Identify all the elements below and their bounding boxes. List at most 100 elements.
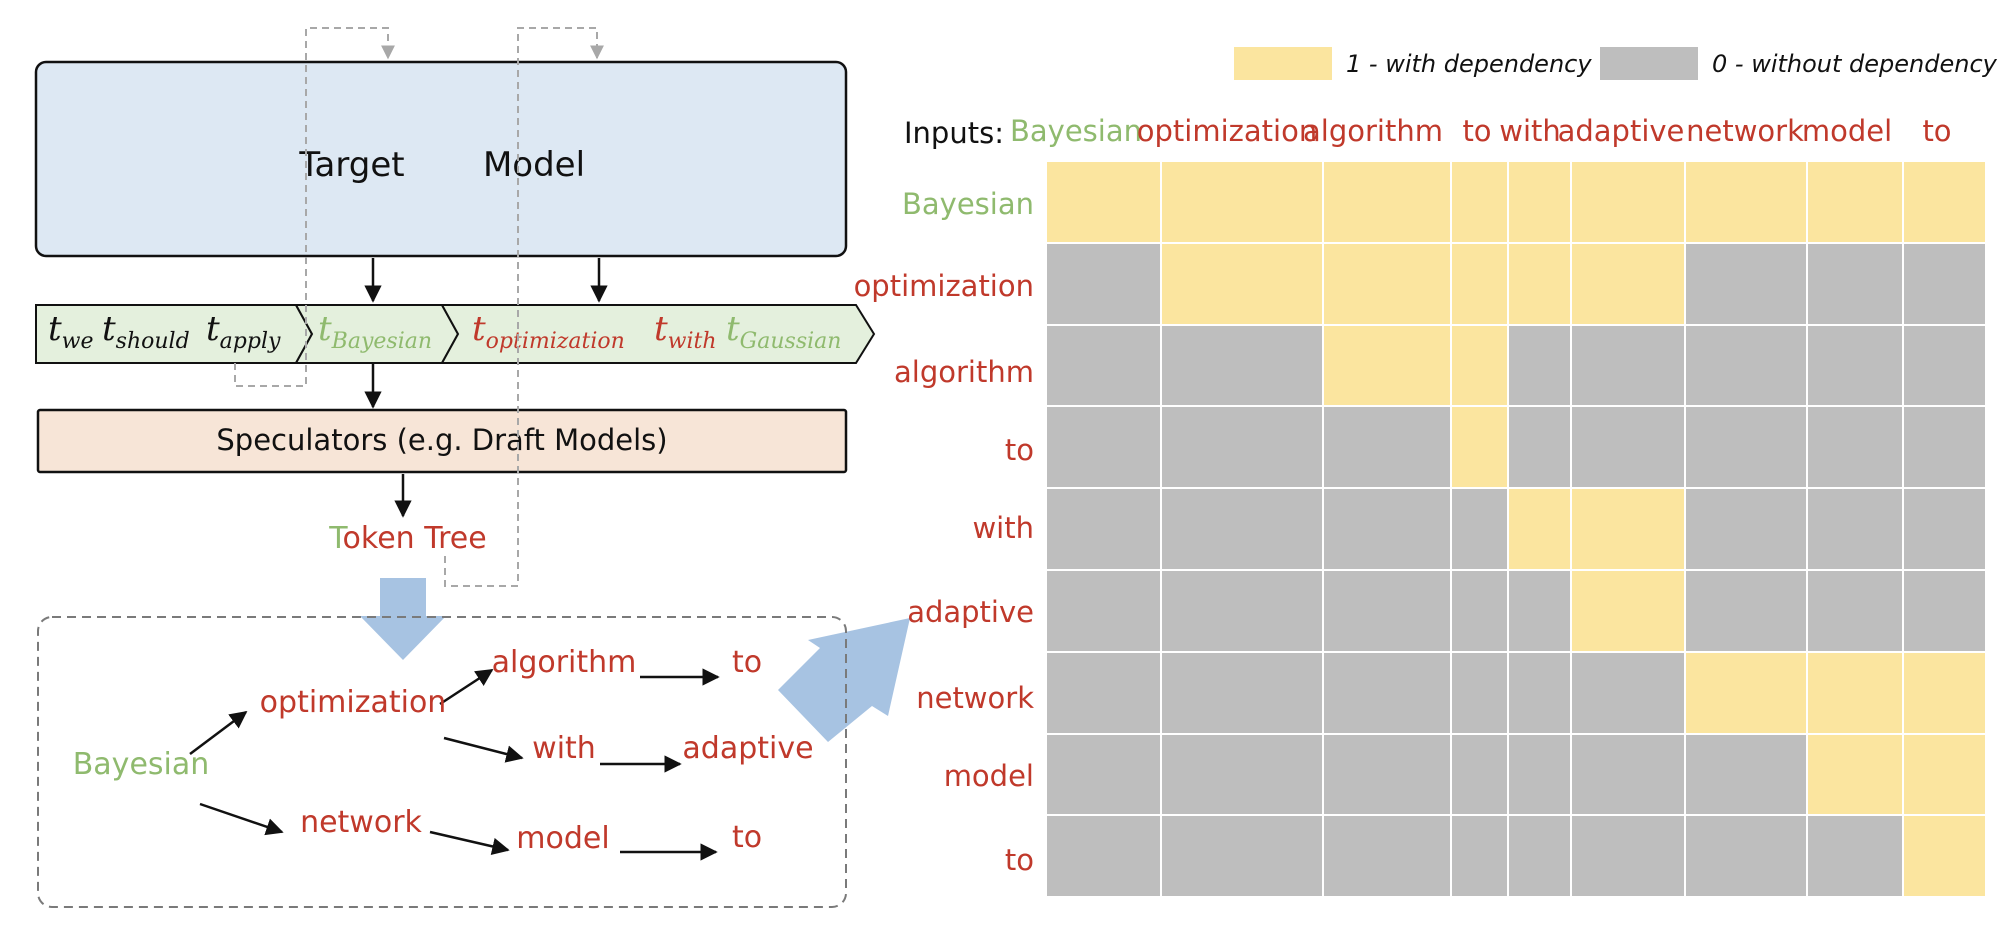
matrix-cell [1902, 487, 1987, 571]
matrix-cell [1684, 405, 1808, 489]
matrix-row-label: optimization [854, 269, 1034, 303]
matrix-cell [1806, 405, 1904, 489]
matrix-column-label: Bayesian [1010, 114, 1142, 148]
matrix-cell [1570, 487, 1686, 571]
matrix-cell [1507, 569, 1572, 653]
matrix-cell [1322, 405, 1452, 489]
matrix-cell [1806, 651, 1904, 735]
matrix-cell [1045, 487, 1162, 571]
matrix-cell [1160, 405, 1324, 489]
token-tree-label-rest: oken Tree [343, 521, 487, 556]
matrix-cell [1507, 242, 1572, 326]
matrix-cell [1322, 242, 1452, 326]
matrix-cell [1322, 324, 1452, 407]
token-bayesian: tBayesian [318, 309, 432, 354]
matrix-cell [1902, 324, 1987, 407]
matrix-cell [1684, 324, 1808, 407]
matrix-cell [1684, 814, 1808, 898]
matrix-cell [1570, 733, 1686, 816]
token-subscript: we [62, 329, 94, 354]
token-subscript: with [668, 329, 717, 354]
matrix-row-label: network [916, 681, 1034, 715]
matrix-cell [1902, 160, 1987, 244]
matrix-column-label: to [1922, 114, 1951, 148]
token-subscript: apply [220, 329, 281, 354]
legend-no-dependency-label: 0 - without dependency [1712, 50, 1998, 78]
matrix-cell [1507, 487, 1572, 571]
token-optimization: toptimization [472, 309, 625, 354]
token-tree-edges [189, 668, 720, 861]
token-base: t [48, 309, 62, 349]
matrix-column-label: optimization [1137, 114, 1317, 148]
matrix-column-label: algorithm [1303, 114, 1443, 148]
matrix-column-label: network [1686, 114, 1804, 148]
tree-edge-bayesian-optimization [189, 710, 248, 755]
token-subscript: optimization [486, 329, 625, 354]
matrix-cell [1450, 733, 1509, 816]
matrix-cell [1160, 651, 1324, 735]
matrix-cell [1806, 160, 1904, 244]
tree-node-with: with [532, 731, 596, 766]
tree-node-to2: to [732, 820, 762, 855]
matrix-column-label: adaptive [1558, 114, 1685, 148]
token-tree-label: Token Tree [328, 521, 486, 556]
tree-node-network: network [300, 805, 422, 840]
speculators-label: Speculators (e.g. Draft Models) [216, 423, 667, 457]
token-chevron-3 [440, 304, 876, 364]
matrix-cell [1902, 651, 1987, 735]
matrix-cell [1045, 814, 1162, 898]
token-tree-box [37, 616, 847, 908]
dependency-matrix [1045, 160, 1987, 898]
matrix-row-label: model [944, 759, 1034, 793]
token-subscript: Bayesian [331, 329, 432, 354]
matrix-column-label: model [1802, 114, 1892, 148]
matrix-cell [1507, 160, 1572, 244]
tree-node-optimization: optimization [260, 685, 447, 720]
matrix-cell [1507, 405, 1572, 489]
token-base: t [654, 309, 668, 349]
token-base: t [472, 309, 486, 349]
matrix-row-label: to [1005, 843, 1034, 877]
tree-node-model: model [516, 821, 609, 856]
matrix-cell [1322, 160, 1452, 244]
matrix-row-label: to [1005, 433, 1034, 467]
tree-edge-optimization-algorithm [439, 668, 494, 706]
matrix-cell [1570, 242, 1686, 326]
matrix-cell [1570, 651, 1686, 735]
matrix-cell [1570, 405, 1686, 489]
tree-edge-network-model [429, 830, 510, 855]
token-subscript: Gaussian [740, 329, 842, 354]
matrix-row-label: algorithm [894, 355, 1034, 389]
matrix-row-label: adaptive [907, 595, 1034, 629]
matrix-row-label: Bayesian [902, 187, 1034, 221]
matrix-cell [1570, 324, 1686, 407]
matrix-cell [1570, 569, 1686, 653]
tree-node-algorithm: algorithm [492, 645, 637, 680]
tree-node-to1: to [732, 645, 762, 680]
matrix-cell [1045, 405, 1162, 489]
tree-node-bayesian: Bayesian [73, 747, 210, 782]
matrix-cell [1684, 242, 1808, 326]
token-subscript: should [116, 329, 190, 354]
target-label: Target [298, 145, 404, 185]
matrix-cell [1160, 324, 1324, 407]
matrix-cell [1570, 814, 1686, 898]
blue-down-arrow [360, 578, 446, 660]
blue-diagonal-arrow [778, 618, 910, 742]
matrix-cell [1160, 242, 1324, 326]
matrix-cell [1045, 324, 1162, 407]
feedback-loop-2 [444, 27, 604, 587]
token-base: t [102, 309, 116, 349]
target-model-box [34, 60, 848, 258]
matrix-cell [1806, 487, 1904, 571]
matrix-cell [1902, 569, 1987, 653]
matrix-row-label: with [972, 511, 1034, 545]
matrix-cell [1160, 487, 1324, 571]
matrix-cell [1507, 814, 1572, 898]
matrix-cell [1450, 569, 1509, 653]
matrix-cell [1450, 324, 1509, 407]
matrix-cell [1902, 242, 1987, 326]
